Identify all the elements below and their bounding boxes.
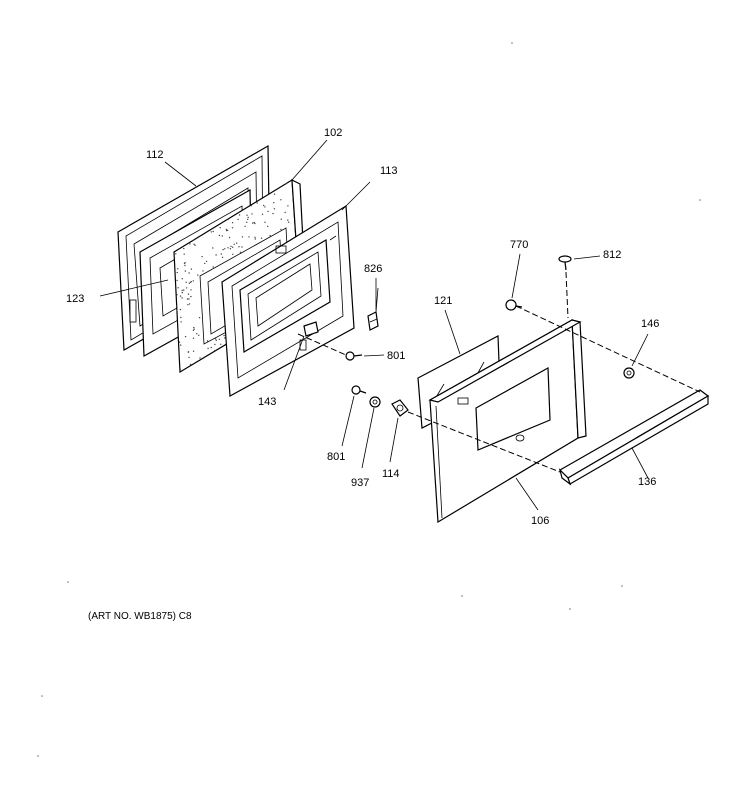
part-801-screw-upper [297,333,363,361]
part-812-screw [558,255,572,319]
label-770: 770 [510,239,528,251]
label-113: 113 [380,165,398,177]
part-801-screw-lower [351,385,367,395]
leader-lines [99,139,649,511]
part-113-door-liner [221,204,355,397]
part-143-clip [303,321,319,337]
label-143: 143 [258,396,276,408]
label-106: 106 [531,515,549,527]
art-number-caption: (ART NO. WB1875) C8 [88,611,192,622]
part-826-screw [367,287,379,331]
label-801-lower: 801 [327,451,345,463]
assembly-lines [407,305,701,473]
label-812: 812 [603,249,621,261]
part-114-spacer [391,399,409,417]
label-123: 123 [66,293,84,305]
label-114: 114 [382,468,400,480]
part-136-handle [558,389,710,486]
label-937: 937 [351,477,369,489]
label-121: 121 [434,295,452,307]
label-801-upper: 801 [387,350,405,362]
part-937-washer [369,396,381,408]
part-106-outer-door [428,319,587,524]
label-826: 826 [364,263,382,275]
label-146: 146 [641,318,659,330]
label-102: 102 [324,127,342,139]
part-146-washer [623,367,635,379]
label-112: 112 [146,149,164,161]
part-770-screw [505,299,523,311]
label-136: 136 [638,476,656,488]
scan-dots [37,42,701,757]
